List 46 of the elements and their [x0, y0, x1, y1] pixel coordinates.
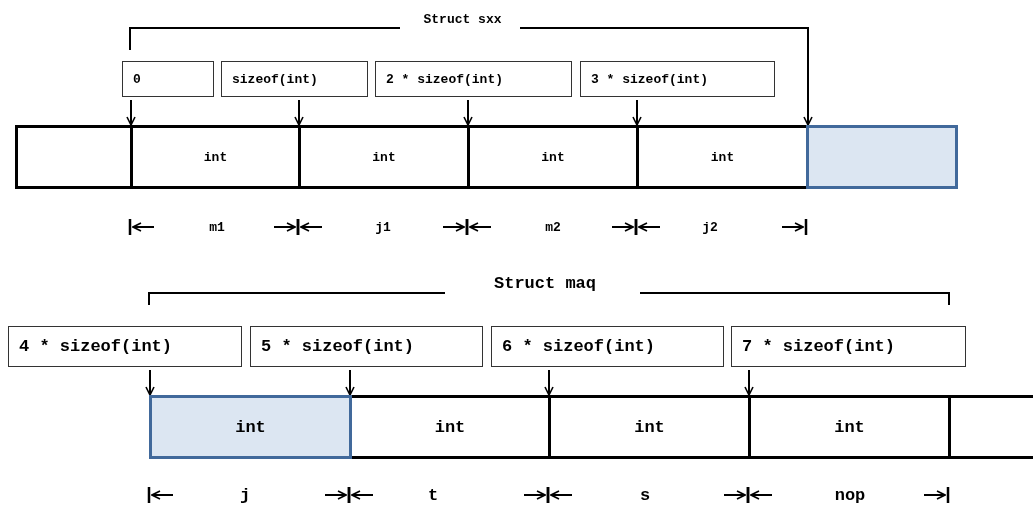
memory-cell — [149, 395, 352, 459]
arrow — [463, 99, 473, 126]
arrow — [544, 369, 554, 396]
offset-label: 6 * sizeof(int) — [502, 337, 656, 356]
offset-label: 3 * sizeof(int) — [591, 71, 709, 87]
arrow — [145, 369, 155, 396]
arrow — [345, 369, 355, 396]
offset-box — [731, 326, 966, 367]
memory-cell — [15, 125, 133, 189]
offset-box — [250, 326, 483, 367]
offset-box — [8, 326, 242, 367]
type-label: int — [203, 149, 228, 165]
offset-label: sizeof(int) — [232, 71, 318, 87]
type-label: int — [710, 149, 735, 165]
offset-label: 2 * sizeof(int) — [386, 71, 504, 87]
type-label: int — [372, 149, 396, 165]
arrow — [744, 369, 754, 396]
memory-cell — [948, 395, 1033, 459]
member-name: j1 — [375, 219, 391, 235]
offset-label: 5 * sizeof(int) — [261, 337, 415, 356]
memory-cell — [467, 125, 639, 189]
offset-box — [580, 61, 775, 97]
memory-cell — [806, 125, 958, 189]
offset-label: 7 * sizeof(int) — [742, 337, 896, 356]
offset-label: 4 * sizeof(int) — [19, 337, 173, 356]
offset-box — [375, 61, 572, 97]
offset-box — [122, 61, 214, 97]
type-label: int — [834, 417, 865, 437]
type-label: int — [541, 149, 565, 165]
memory-cell — [748, 395, 951, 459]
offset-box — [491, 326, 724, 367]
type-label: int — [634, 417, 665, 437]
arrow — [519, 27, 813, 126]
type-label: int — [235, 417, 266, 437]
offset-label: 0 — [133, 71, 141, 87]
offset-box — [221, 61, 368, 97]
memory-cell — [349, 395, 551, 459]
arrow — [632, 99, 642, 126]
memory-cell — [130, 125, 301, 189]
memory-cell — [548, 395, 751, 459]
member-name: j2 — [702, 219, 718, 235]
memory-cell — [298, 125, 470, 189]
arrow — [294, 99, 304, 126]
type-label: int — [434, 417, 466, 437]
arrow — [126, 99, 136, 126]
member-name: j — [239, 485, 251, 505]
